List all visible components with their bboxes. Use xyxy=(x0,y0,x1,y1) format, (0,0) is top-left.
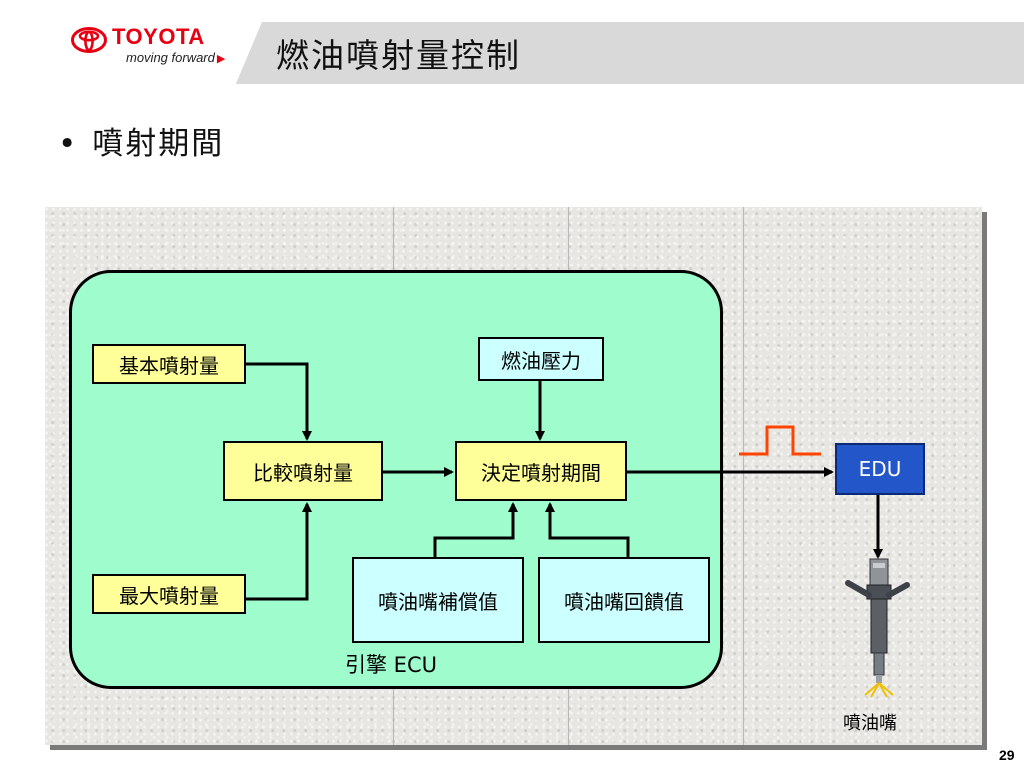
arrow-feedback-to-decide xyxy=(545,502,630,557)
logo-wordmark: TOYOTA xyxy=(112,24,205,49)
fuel-pressure-block: 燃油壓力 xyxy=(478,337,604,381)
slide-title: 燃油噴射量控制 xyxy=(276,36,521,75)
max-injection-block: 最大噴射量 xyxy=(92,574,246,614)
page-number: 29 xyxy=(999,747,1015,763)
bullet-item: • 噴射期間 xyxy=(58,118,224,163)
toyota-emblem-icon xyxy=(71,27,107,53)
engine-ecu-label: 引擎 ECU xyxy=(345,653,437,677)
arrow-compensation-to-decide xyxy=(433,502,518,557)
panel-divider xyxy=(743,207,744,745)
bullet-dot-icon: • xyxy=(58,126,79,162)
arrow-max-to-compare xyxy=(246,502,312,601)
injector-label: 噴油嘴 xyxy=(843,713,897,734)
fuel-injector-icon xyxy=(845,558,910,698)
arrow-basic-to-compare xyxy=(246,362,312,441)
flow-arrows xyxy=(246,362,883,601)
bullet-text: 噴射期間 xyxy=(92,126,225,162)
tagline-arrow-icon: ▶ xyxy=(216,53,226,65)
decide-injection-period-block: 決定噴射期間 xyxy=(455,441,627,501)
logo-panel xyxy=(0,22,262,84)
pulse-signal-icon xyxy=(739,425,821,456)
injector-compensation-block: 噴油嘴補償值 xyxy=(352,557,524,643)
edu-block: EDU xyxy=(835,443,925,495)
logo-tagline-text: moving forward xyxy=(126,50,215,65)
diagram-panel: 引擎 ECU 基本噴射量 最大噴射量 比較噴射量 燃油壓力 決定噴射期間 噴油嘴… xyxy=(45,207,982,745)
flow-connectors xyxy=(246,362,910,698)
basic-injection-block: 基本噴射量 xyxy=(92,344,246,384)
injector-feedback-block: 噴油嘴回饋值 xyxy=(538,557,710,643)
compare-injection-block: 比較噴射量 xyxy=(223,441,383,501)
logo-tagline: moving forward▶ xyxy=(126,50,225,65)
